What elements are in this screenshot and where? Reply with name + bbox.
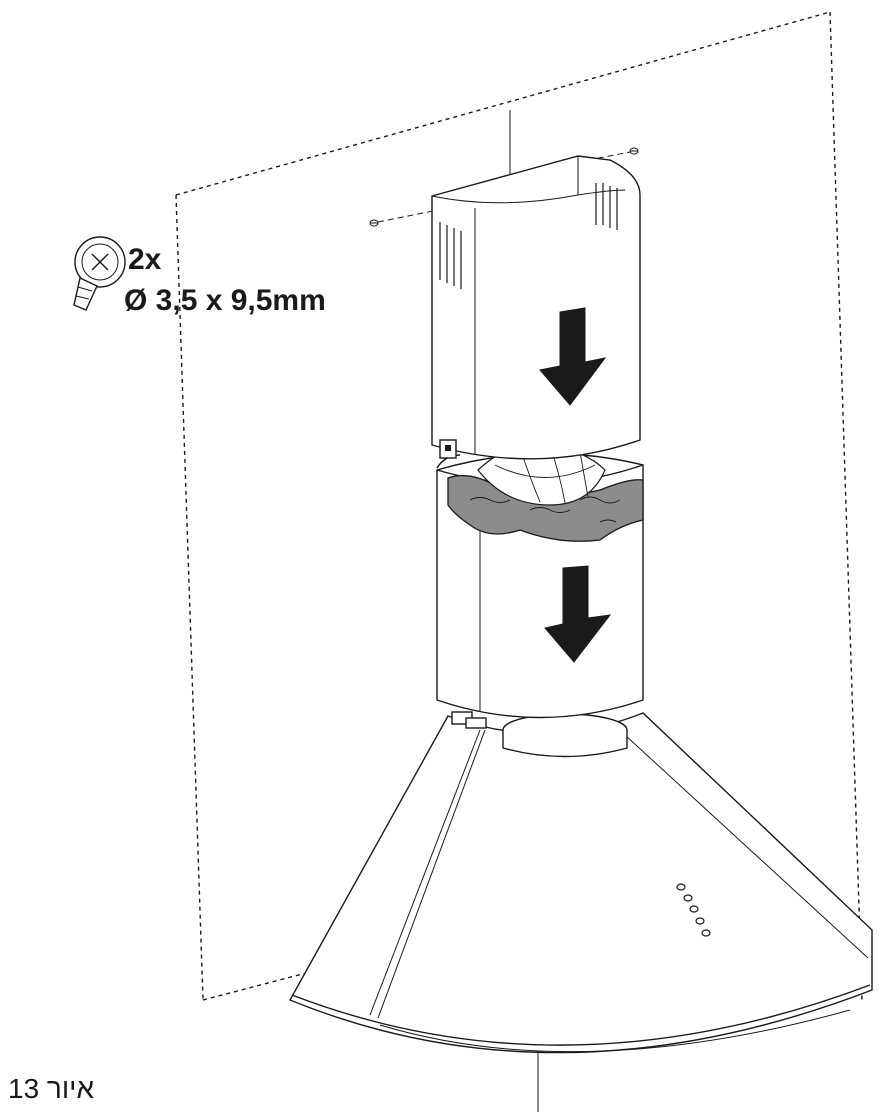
hood-canopy (289, 711, 873, 1054)
screw-alignment (369, 147, 639, 227)
screw-quantity: 2x (128, 243, 162, 276)
center-lines (509, 110, 539, 1112)
arrow-down-icon (539, 307, 607, 406)
wall-screw-right (629, 147, 639, 155)
wall-screw-left (369, 219, 379, 227)
control-buttons (676, 883, 711, 937)
insulation-tape (447, 474, 644, 542)
flexible-duct (477, 443, 606, 506)
wall-outline (175, 11, 863, 1001)
figure-caption: איור 13 (8, 1073, 95, 1104)
upper-chimney (431, 155, 641, 460)
arrow-down-icon (544, 565, 612, 663)
screw-size: Ø 3,5 x 9,5mm (124, 284, 326, 317)
screw-icon (73, 236, 126, 311)
